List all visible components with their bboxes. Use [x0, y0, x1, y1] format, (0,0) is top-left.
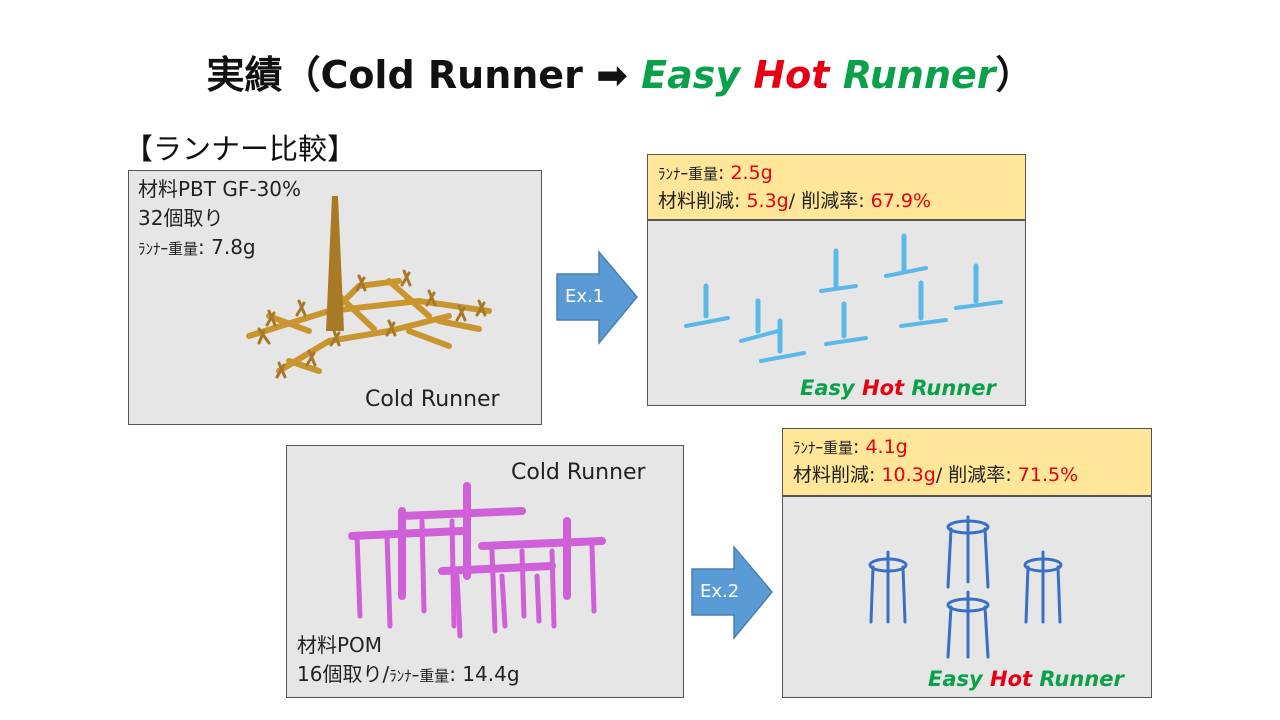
ex2-hot-reduction-label: 材料削減 — [793, 464, 870, 486]
ex2-cold-runner-image — [348, 482, 606, 639]
ex2-right-arrow-icon — [691, 545, 773, 640]
ex1-cold-weight-label: ﾗﾝﾅｰ重量 — [138, 240, 199, 258]
ex2-hot-weight: ﾗﾝﾅｰ重量: 4.1g — [793, 436, 908, 458]
ex2-hot-runner-image — [868, 515, 1063, 659]
ex1-hot-rate-value: 67.9% — [870, 190, 932, 212]
ex1-caption-hot: Hot — [862, 376, 912, 400]
ex2-cold-weight-label: ﾗﾝﾅｰ重量 — [389, 667, 450, 685]
ex1-cold-weight: ﾗﾝﾅｰ重量: 7.8g — [138, 233, 301, 264]
ex1-cold-runner-image — [246, 196, 492, 379]
ex1-hot-weight: ﾗﾝﾅｰ重量: 2.5g — [658, 162, 773, 184]
ex2-cold-caption: Cold Runner — [511, 460, 646, 485]
title-suffix: ） — [995, 53, 1034, 97]
ex2-hot-caption: Easy Hot Runner — [928, 667, 1124, 691]
ex2-hot-panel: Easy Hot Runner — [782, 496, 1152, 698]
section-heading: 【ランナー比較】 — [124, 132, 357, 166]
ex2-arrow-label: Ex.2 — [700, 581, 740, 602]
ex1-hot-reduction-value: 5.3g — [746, 190, 789, 212]
ex1-hot-reduction-label: 材料削減 — [658, 190, 735, 212]
title-prefix: 実績（Cold Runner — [206, 53, 597, 97]
ex1-hot-rate-label: 削減率 — [801, 190, 859, 212]
ex1-hot-weight-value: 2.5g — [730, 162, 773, 184]
ex1-caption-easy: Easy — [800, 376, 863, 400]
title-runner: Runner — [842, 53, 996, 97]
ex2-caption-easy: Easy — [928, 667, 991, 691]
page-title: 実績（Cold Runner ➡ Easy Hot Runner） — [0, 44, 1240, 99]
ex1-hot-runner-image — [684, 233, 1003, 363]
ex1-cold-info: 材料PBT GF-30% 32個取り ﾗﾝﾅｰ重量: 7.8g — [138, 175, 301, 264]
ex2-hot-rate-value: 71.5% — [1017, 464, 1079, 486]
ex2-cold-panel: Cold Runner 材料POM 16個取り/ﾗﾝﾅｰ重量: 14.4g — [286, 445, 684, 698]
ex2-cold-cavities: 16個取り/ — [297, 662, 390, 686]
title-easy: Easy — [641, 53, 741, 97]
ex1-cold-caption: Cold Runner — [365, 387, 500, 412]
ex2-hot-reduction-value: 10.3g — [881, 464, 936, 486]
title-hot: Hot — [753, 53, 830, 97]
ex2-hot-weight-label: ﾗﾝﾅｰ重量 — [793, 439, 854, 457]
ex1-hot-info: ﾗﾝﾅｰ重量: 2.5g 材料削減: 5.3g/ 削減率: 67.9% — [647, 154, 1026, 220]
ex2-hot-weight-value: 4.1g — [865, 436, 908, 458]
ex1-hot-panel: Easy Hot Runner — [647, 220, 1026, 406]
ex2-hot-rate-label: 削減率 — [948, 464, 1006, 486]
ex1-arrow-label: Ex.1 — [565, 286, 605, 307]
ex1-cold-weight-value: : 7.8g — [198, 235, 256, 259]
ex1-cold-cavities: 32個取り — [138, 206, 224, 230]
ex1-hot-caption: Easy Hot Runner — [800, 376, 996, 400]
ex2-cold-weight: 16個取り/ﾗﾝﾅｰ重量: 14.4g — [297, 660, 520, 691]
ex1-hot-reduction: 材料削減: 5.3g/ 削減率: 67.9% — [658, 190, 932, 212]
ex1-cold-panel: 材料PBT GF-30% 32個取り ﾗﾝﾅｰ重量: 7.8g — [128, 170, 542, 425]
ex2-hot-info: ﾗﾝﾅｰ重量: 4.1g 材料削減: 10.3g/ 削減率: 71.5% — [782, 428, 1152, 496]
ex2-caption-runner: Runner — [1039, 667, 1124, 691]
ex2-cold-weight-value: : 14.4g — [449, 662, 520, 686]
ex2-cold-material: 材料POM — [297, 633, 383, 657]
ex2-hot-reduction: 材料削減: 10.3g/ 削減率: 71.5% — [793, 464, 1079, 486]
ex1-caption-runner: Runner — [911, 376, 996, 400]
ex2-cold-info: 材料POM 16個取り/ﾗﾝﾅｰ重量: 14.4g — [297, 631, 520, 691]
title-arrow-icon: ➡ — [596, 53, 628, 97]
ex1-hot-weight-label: ﾗﾝﾅｰ重量 — [658, 165, 719, 183]
ex2-caption-hot: Hot — [990, 667, 1040, 691]
ex1-right-arrow-icon — [556, 250, 638, 345]
ex1-cold-material: 材料PBT GF-30% — [138, 177, 302, 201]
